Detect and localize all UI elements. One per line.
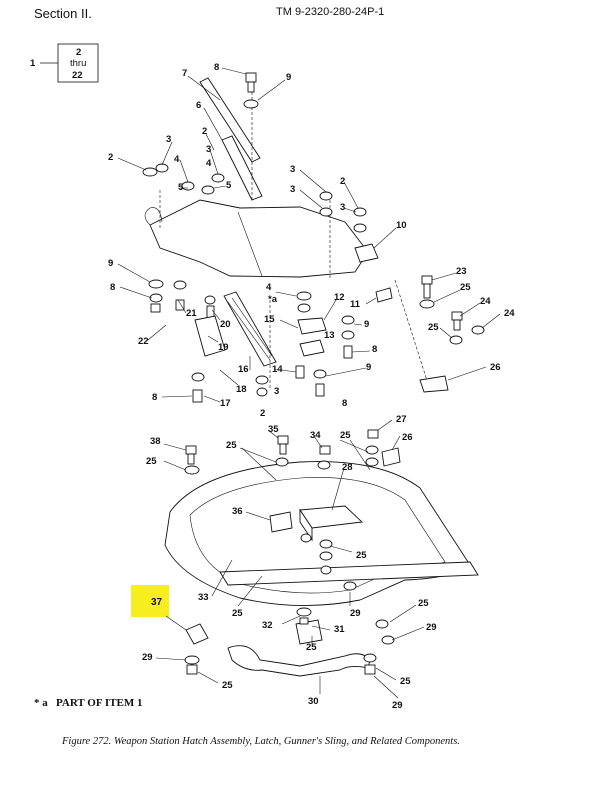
svg-text:38: 38	[150, 436, 161, 447]
svg-text:3: 3	[340, 202, 345, 213]
svg-text:25: 25	[306, 642, 317, 653]
svg-text:10: 10	[396, 220, 407, 231]
svg-text:11: 11	[350, 299, 361, 310]
svg-text:3: 3	[206, 144, 211, 155]
svg-text:7: 7	[182, 68, 187, 79]
svg-text:20: 20	[220, 319, 231, 330]
footnote-text: PART OF ITEM 1	[56, 697, 143, 709]
svg-text:14: 14	[272, 364, 283, 375]
highlight-box	[131, 585, 169, 617]
svg-text:2: 2	[260, 408, 265, 419]
box-bottom: 22	[72, 70, 83, 81]
svg-text:29: 29	[392, 700, 403, 711]
svg-text:25: 25	[340, 430, 351, 441]
footnote: * a PART OF ITEM 1	[34, 697, 143, 709]
svg-text:34: 34	[310, 430, 321, 441]
callout-37: 37	[151, 597, 163, 608]
svg-text:23: 23	[456, 266, 467, 277]
svg-text:8: 8	[372, 344, 377, 355]
svg-text:25: 25	[226, 440, 237, 451]
box-index: 1	[30, 58, 36, 69]
spring	[223, 291, 277, 367]
svg-text:13: 13	[324, 330, 335, 341]
svg-text:25: 25	[222, 680, 233, 691]
svg-text:9: 9	[286, 72, 291, 83]
svg-text:28: 28	[342, 462, 353, 473]
svg-text:15: 15	[264, 314, 275, 325]
svg-text:24: 24	[504, 308, 515, 319]
rod	[199, 77, 261, 163]
svg-text:*a: *a	[268, 294, 278, 305]
svg-text:12: 12	[334, 292, 345, 303]
svg-text:25: 25	[418, 598, 429, 609]
svg-text:25: 25	[400, 676, 411, 687]
section-heading: Section II.	[34, 6, 92, 21]
svg-text:4: 4	[206, 158, 212, 169]
svg-text:4: 4	[174, 154, 180, 165]
svg-text:19: 19	[218, 342, 229, 353]
svg-text:3: 3	[274, 386, 279, 397]
svg-text:9: 9	[366, 362, 371, 373]
svg-text:22: 22	[138, 336, 149, 347]
svg-text:16: 16	[238, 364, 249, 375]
gunners-sling	[227, 645, 371, 677]
svg-text:27: 27	[396, 414, 407, 425]
svg-text:25: 25	[356, 550, 367, 561]
svg-text:8: 8	[214, 62, 219, 73]
tm-number: TM 9-2320-280-24P-1	[276, 6, 385, 18]
svg-text:3: 3	[166, 134, 171, 145]
svg-text:18: 18	[236, 384, 247, 395]
svg-text:3: 3	[290, 184, 295, 195]
svg-text:29: 29	[350, 608, 361, 619]
leader-lines	[117, 67, 501, 699]
svg-text:29: 29	[426, 622, 437, 633]
svg-text:31: 31	[334, 624, 345, 635]
svg-text:24: 24	[480, 296, 491, 307]
svg-text:2: 2	[202, 126, 207, 137]
svg-text:9: 9	[364, 319, 369, 330]
svg-text:2: 2	[340, 176, 345, 187]
svg-text:5: 5	[226, 180, 232, 191]
svg-text:5: 5	[178, 182, 184, 193]
svg-text:35: 35	[268, 424, 279, 435]
svg-text:25: 25	[428, 322, 439, 333]
callout-labels: 7 8 9 6 3 2 3 2 4 4 5 5 3 2 3 3 10 9 8 2…	[108, 62, 515, 711]
svg-text:6: 6	[196, 100, 201, 111]
footnote-marker: * a	[34, 697, 48, 709]
svg-text:3: 3	[290, 164, 295, 175]
box-top: 2	[76, 47, 81, 58]
svg-text:32: 32	[262, 620, 273, 631]
svg-text:33: 33	[198, 592, 209, 603]
hatch-upper-plate	[149, 199, 369, 278]
svg-text:26: 26	[402, 432, 413, 443]
figure-caption: Figure 272. Weapon Station Hatch Assembl…	[62, 736, 460, 747]
svg-text:25: 25	[146, 456, 157, 467]
svg-text:21: 21	[186, 308, 197, 319]
svg-text:8: 8	[110, 282, 115, 293]
box-mid: thru	[70, 58, 86, 69]
fasteners	[142, 72, 485, 675]
svg-text:25: 25	[460, 282, 471, 293]
svg-text:26: 26	[490, 362, 501, 373]
svg-text:4: 4	[266, 282, 272, 293]
hatch-ring	[164, 461, 471, 606]
svg-text:30: 30	[308, 696, 319, 707]
svg-text:9: 9	[108, 258, 113, 269]
svg-text:36: 36	[232, 506, 243, 517]
svg-text:25: 25	[232, 608, 243, 619]
svg-text:8: 8	[342, 398, 347, 409]
svg-text:29: 29	[142, 652, 153, 663]
svg-text:17: 17	[220, 398, 231, 409]
svg-text:2: 2	[108, 152, 113, 163]
svg-text:8: 8	[152, 392, 157, 403]
